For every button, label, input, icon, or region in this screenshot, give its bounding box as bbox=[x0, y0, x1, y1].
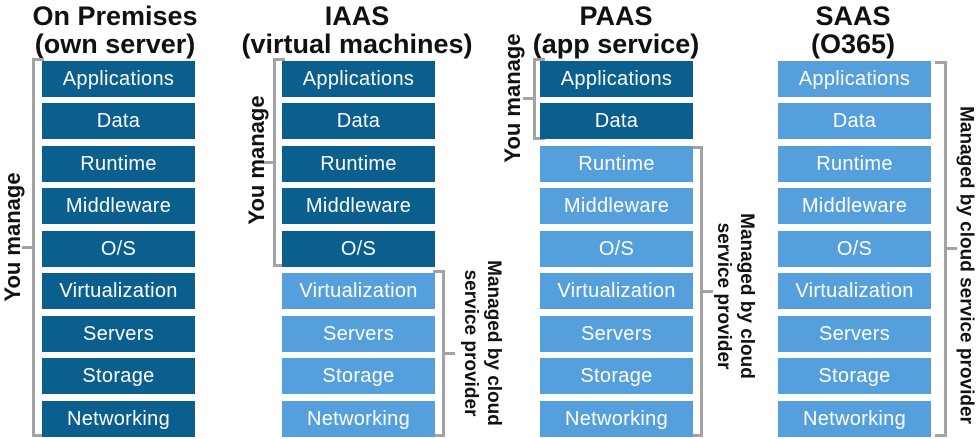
layer-box: Servers bbox=[42, 316, 195, 352]
layer-box: Runtime bbox=[778, 146, 931, 182]
layer-box: Middleware bbox=[42, 188, 195, 224]
layer-box: Applications bbox=[778, 61, 931, 97]
provider-bracket-paas bbox=[691, 146, 703, 437]
column-subtitle: (app service) bbox=[532, 29, 700, 59]
layer-box: O/S bbox=[778, 231, 931, 267]
layer-box: Virtualization bbox=[778, 273, 931, 309]
layer-box: Storage bbox=[540, 358, 693, 394]
column-subtitle: (own server) bbox=[34, 29, 196, 59]
layer-box: Runtime bbox=[540, 146, 693, 182]
layer-box: Data bbox=[42, 103, 195, 139]
you-manage-label-iaas: You manage bbox=[244, 95, 269, 225]
column-title: On Premises bbox=[32, 1, 198, 31]
managed-label-line2: service provider bbox=[460, 269, 481, 417]
managed-by-provider-label-paas: Managed by cloud service provider bbox=[712, 213, 758, 379]
column-header-paas: PAAS (app service) bbox=[533, 2, 700, 58]
managed-by-provider-label-saas: Managed by cloud service provider bbox=[955, 106, 977, 424]
layer-box: Virtualization bbox=[282, 273, 435, 309]
managed-label-line2: service provider bbox=[713, 222, 734, 370]
layer-box: Middleware bbox=[778, 188, 931, 224]
column-title: IAAS bbox=[324, 1, 390, 31]
layer-box: Servers bbox=[282, 316, 435, 352]
you-manage-label-paas: You manage bbox=[500, 33, 525, 163]
bracket-tick bbox=[263, 161, 273, 164]
managed-label-line1: Managed by cloud bbox=[483, 260, 504, 426]
column-header-on-premises: On Premises (own server) bbox=[32, 2, 197, 58]
layer-box: Runtime bbox=[42, 146, 195, 182]
layer-box: Virtualization bbox=[540, 273, 693, 309]
layer-box: Storage bbox=[42, 358, 195, 394]
layer-box: Servers bbox=[540, 316, 693, 352]
you-manage-bracket-iaas bbox=[273, 58, 285, 267]
bracket-tick bbox=[22, 246, 32, 249]
bracket-tick bbox=[445, 352, 455, 355]
column-title: PAAS bbox=[579, 1, 653, 31]
layer-box: Middleware bbox=[540, 188, 693, 224]
layer-box: Data bbox=[282, 103, 435, 139]
layer-box: Applications bbox=[282, 61, 435, 97]
you-manage-bracket-on-premises bbox=[32, 58, 44, 437]
layer-box: Applications bbox=[42, 61, 195, 97]
layer-box: Networking bbox=[42, 401, 195, 437]
provider-bracket-iaas bbox=[433, 270, 445, 437]
column-title: SAAS bbox=[815, 1, 891, 31]
layer-box: Data bbox=[540, 103, 693, 139]
managed-by-provider-label-iaas: Managed by cloud service provider bbox=[459, 260, 505, 426]
provider-bracket-saas bbox=[935, 61, 947, 437]
layer-box: Storage bbox=[778, 358, 931, 394]
layer-box: O/S bbox=[282, 231, 435, 267]
layer-box: Networking bbox=[282, 401, 435, 437]
managed-label-line1: Managed by cloud bbox=[736, 213, 757, 379]
bracket-tick bbox=[703, 290, 713, 293]
layer-box: Networking bbox=[540, 401, 693, 437]
column-subtitle: (O365) bbox=[810, 29, 896, 59]
layer-box: Storage bbox=[282, 358, 435, 394]
layer-box: Servers bbox=[778, 316, 931, 352]
you-manage-label-on-premises: You manage bbox=[0, 172, 25, 302]
column-subtitle: (virtual machines) bbox=[241, 29, 473, 59]
layer-box: Data bbox=[778, 103, 931, 139]
layer-box: Virtualization bbox=[42, 273, 195, 309]
layer-box: Runtime bbox=[282, 146, 435, 182]
column-header-saas: SAAS (O365) bbox=[811, 2, 895, 58]
layer-box: Networking bbox=[778, 401, 931, 437]
bracket-tick bbox=[947, 247, 957, 250]
layer-box: O/S bbox=[42, 231, 195, 267]
layer-box: O/S bbox=[540, 231, 693, 267]
bracket-tick bbox=[523, 97, 533, 100]
layer-box: Middleware bbox=[282, 188, 435, 224]
column-header-iaas: IAAS (virtual machines) bbox=[241, 2, 472, 58]
layer-box: Applications bbox=[540, 61, 693, 97]
you-manage-bracket-paas bbox=[533, 58, 545, 140]
